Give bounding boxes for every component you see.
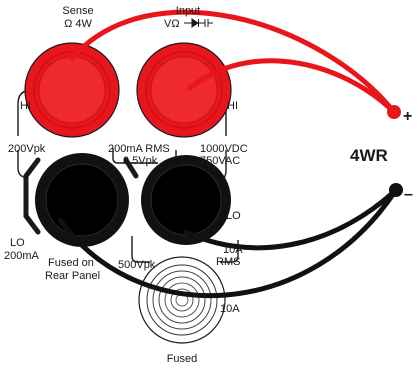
- lo-right-label: LO: [226, 210, 241, 222]
- input-lo-terminal[interactable]: [141, 155, 231, 245]
- wires: [57, 9, 399, 299]
- red-wire-input: [187, 58, 397, 115]
- sense-lo-terminal[interactable]: [35, 153, 129, 247]
- current-10a-terminal[interactable]: [138, 256, 226, 344]
- rating-200ma-rms: 200mA RMS: [108, 143, 170, 155]
- minus-sign: –: [404, 186, 413, 203]
- fused-on-label: Fused on: [48, 257, 94, 269]
- rating-750vac: 750VAC: [200, 155, 240, 167]
- black-wire-input: [183, 187, 399, 251]
- rating-1000vdc: 1000VDC: [200, 143, 248, 155]
- black-wire-sense: [57, 187, 399, 299]
- red-wire-sense: [69, 9, 397, 115]
- fuse-10a-label: 10A: [220, 303, 240, 315]
- input-function: VΩ: [164, 18, 180, 30]
- bracket-lower-right: [220, 240, 239, 263]
- rating-500vpk: 500Vpk: [118, 259, 156, 271]
- sense-function: Ω 4W: [64, 18, 92, 30]
- plus-sign: +: [403, 108, 412, 125]
- negative-connector[interactable]: [389, 183, 403, 197]
- positive-connector[interactable]: [387, 105, 401, 119]
- center-divider-left: [112, 148, 158, 164]
- lo-left-label: LO: [10, 237, 25, 249]
- thick-bracket-right: [123, 157, 139, 179]
- rear-panel-label: Rear Panel: [45, 270, 100, 282]
- input-hi-terminal[interactable]: [136, 42, 232, 138]
- connector-title: 4WR: [350, 146, 388, 165]
- lo-200ma-label: 200mA: [4, 250, 40, 262]
- rating-10a: 10A: [223, 244, 243, 256]
- input-title: Input: [176, 5, 200, 17]
- hi-right-label: HI: [227, 100, 238, 112]
- bracket-lower-mid: [131, 236, 150, 263]
- lo-sense-thick-brackets: [23, 157, 139, 235]
- sense-hi-terminal[interactable]: [24, 42, 120, 138]
- rating-200vpk: 200Vpk: [8, 143, 46, 155]
- fused-caption: Fused: [167, 353, 198, 365]
- diode-capacitor-icon: [184, 18, 213, 28]
- labels: Sense Ω 4W Input VΩ HI HI 200Vpk 200mA R…: [4, 5, 413, 365]
- thick-bracket-left: [23, 157, 41, 235]
- hi-left-label: HI: [20, 100, 31, 112]
- sense-title: Sense: [62, 5, 93, 17]
- rating-05vpk: 0.5Vpk: [123, 155, 158, 167]
- rating-10a-rms: RMS: [216, 256, 240, 268]
